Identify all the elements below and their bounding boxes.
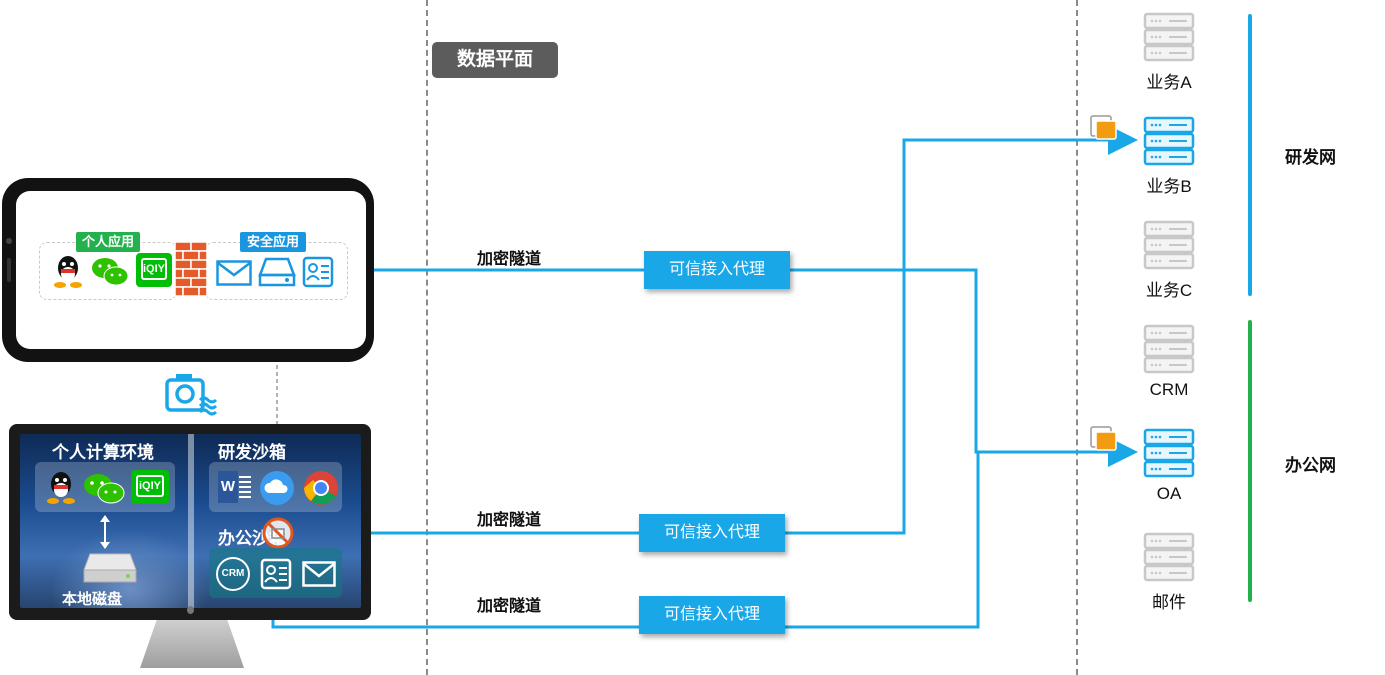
divider-right [1076,0,1078,675]
contact-card-icon [260,558,292,590]
cloud-icon [260,471,294,505]
mail-icon [216,260,252,286]
server-label: CRM [1149,380,1189,399]
trusted-proxy-3: 可信接入代理 [639,596,785,634]
wechat-icon [92,258,129,286]
server-label: 业务A [1146,73,1192,92]
mail-icon [302,561,336,587]
server-label: 邮件 [1152,593,1186,612]
office-network-bar [1248,320,1252,602]
iqiyi-icon: iQIY [131,470,169,504]
wechat-icon [84,474,125,504]
camera-watermark-icon [165,374,218,416]
sandbox-tunnel-line [296,125,1138,535]
tunnel-label-2: 加密隧道 [477,512,542,529]
tunnel-label-3: 加密隧道 [477,598,542,615]
word-icon: W [218,471,238,503]
contact-card-icon [302,256,334,288]
server-icon [1143,220,1195,270]
data-plane-badge: 数据平面 [432,42,558,78]
rd-sandbox-title: 研发沙箱 [218,443,286,462]
qq-icon [47,472,75,504]
chrome-icon [304,471,338,505]
drive-icon [258,257,296,287]
sync-arrow-icon [100,515,110,549]
folder-badge-icon [1090,115,1117,140]
qq-icon [54,256,82,288]
trusted-proxy-1: 可信接入代理 [644,251,790,289]
crm-icon: CRM [216,557,250,591]
server-label: 业务B [1146,177,1192,196]
hard-disk-icon [83,553,137,583]
word-lines-icon [239,476,251,498]
monitor-stand [140,620,244,668]
folder-badge-icon [1090,426,1117,451]
server-label: OA [1156,484,1182,503]
server-label: 业务C [1145,281,1193,300]
rd-network-label: 研发网 [1285,148,1336,167]
tunnel-label-1: 加密隧道 [477,251,542,268]
divider-left [426,0,428,675]
office-network-label: 办公网 [1285,456,1336,475]
no-screenshot-icon [262,517,294,549]
phone-tunnel-line [340,268,1138,467]
local-disk-label: 本地磁盘 [62,591,123,608]
server-icon [1143,428,1195,478]
iqiyi-icon: iQIY [136,253,172,287]
firewall-icon [174,241,208,297]
server-icon [1143,116,1195,166]
office-tunnel-line [271,452,980,629]
apple-logo-dot [187,606,194,614]
server-icon [1143,12,1195,62]
server-icon [1143,324,1195,374]
server-icon [1143,532,1195,582]
secure-apps-tag: 安全应用 [240,232,306,252]
personal-env-title: 个人计算环境 [52,443,154,462]
rd-network-bar [1248,14,1252,296]
trusted-proxy-2: 可信接入代理 [639,514,785,552]
personal-apps-tag: 个人应用 [76,232,140,252]
